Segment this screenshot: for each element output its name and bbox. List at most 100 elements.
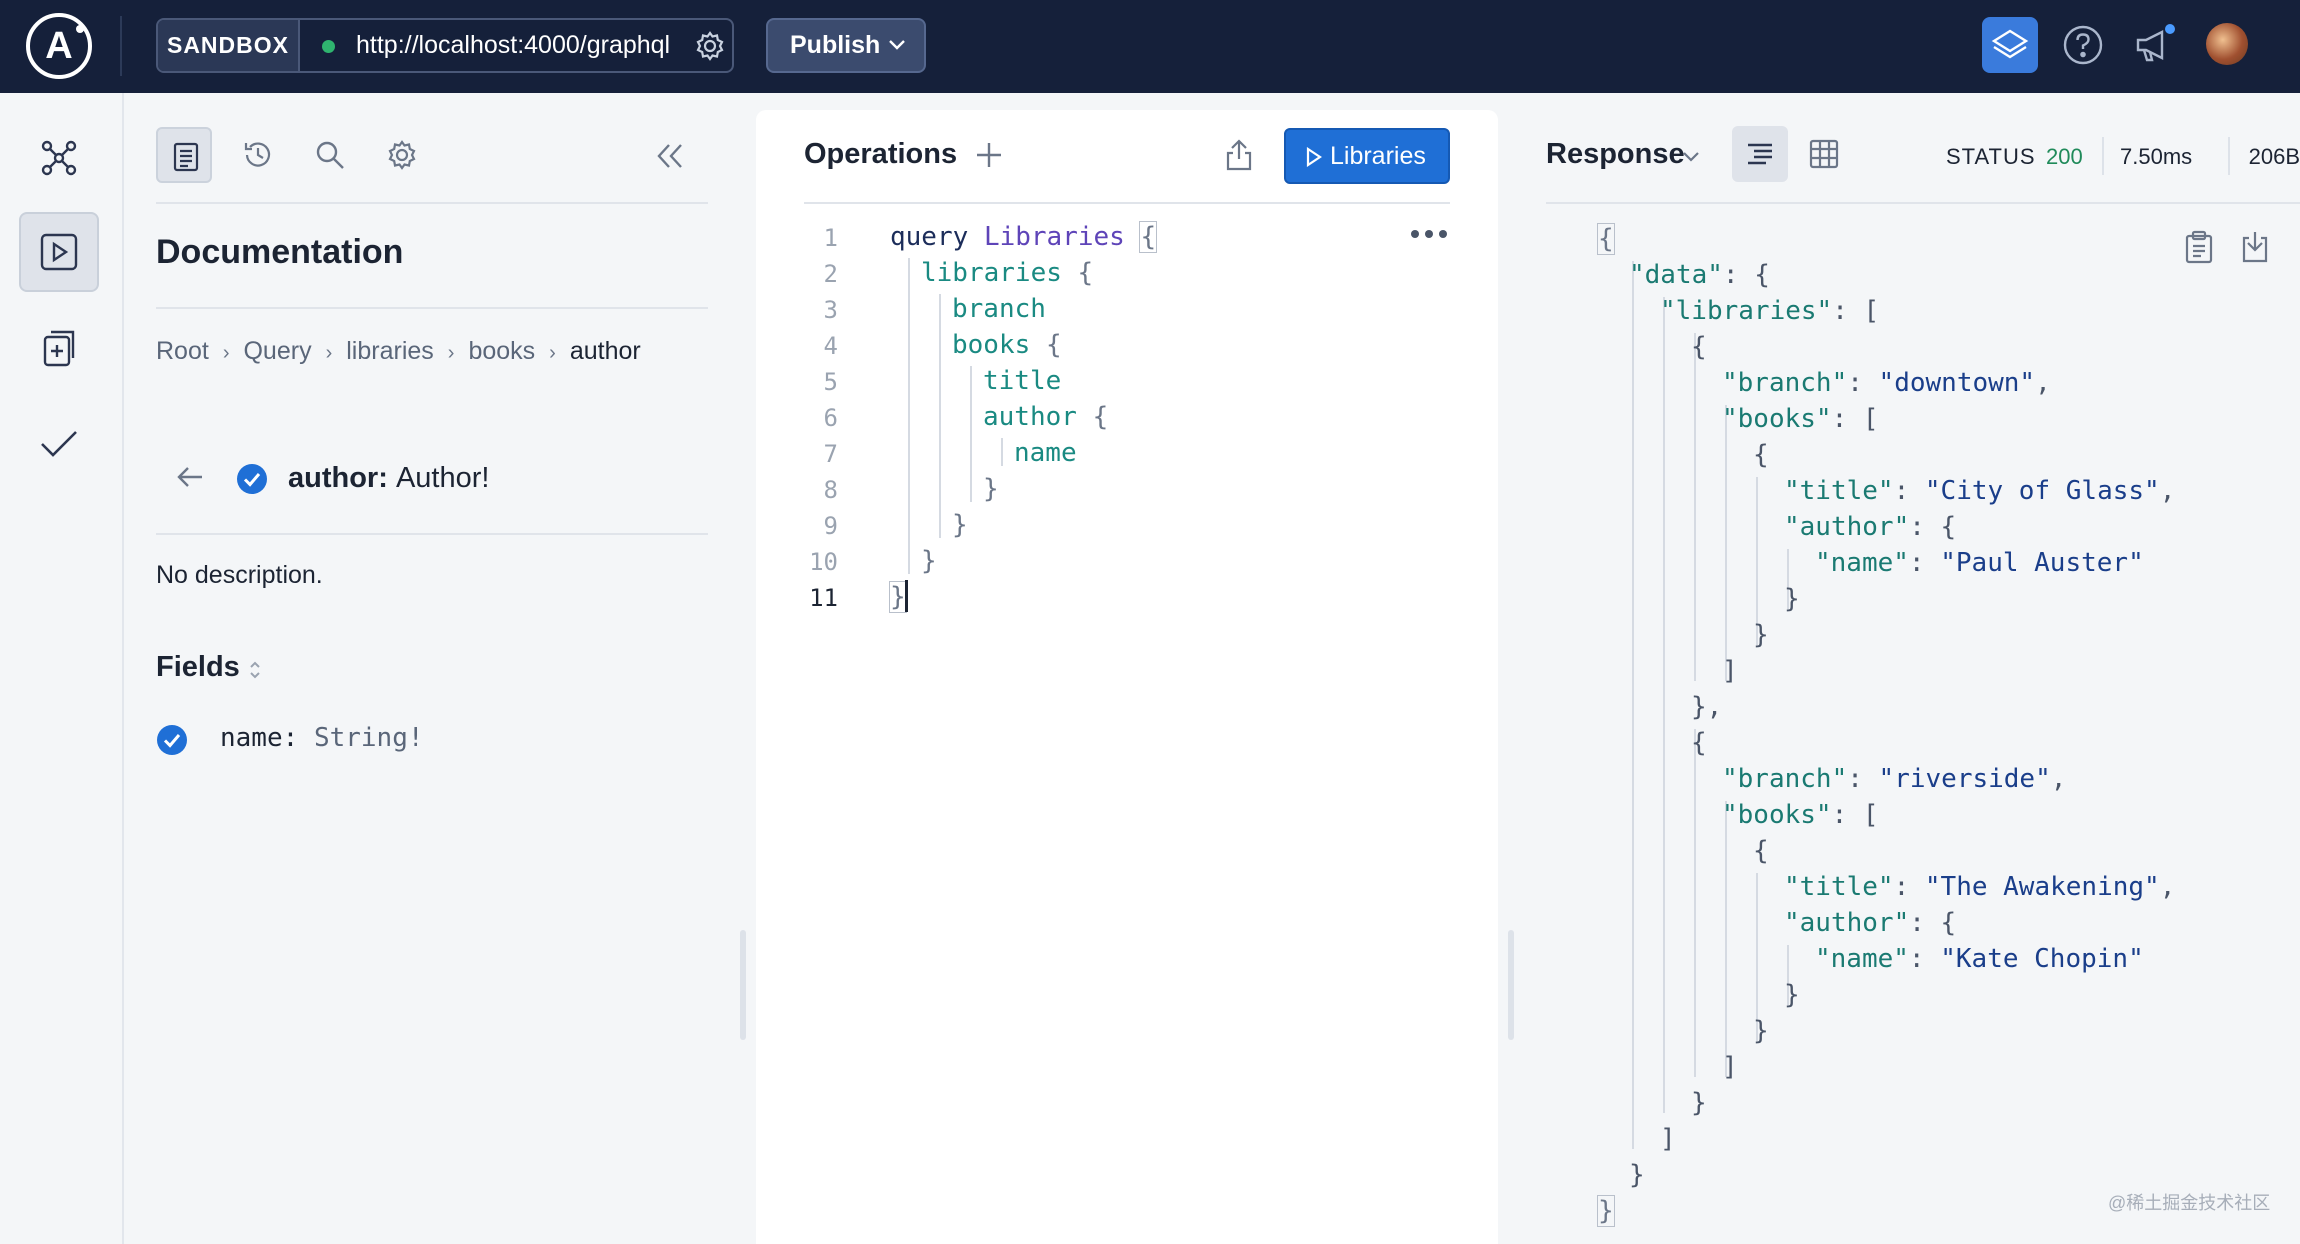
resize-handle[interactable]: [1508, 930, 1514, 1040]
divider: [2228, 137, 2230, 175]
indent-guide: [1001, 438, 1003, 466]
status-code: 200: [2046, 144, 2083, 169]
line-number: 7: [823, 440, 838, 468]
more-icon[interactable]: [1410, 228, 1448, 240]
json-value: "riverside": [1878, 764, 2051, 794]
json-line: "books": [: [1722, 404, 1879, 434]
json-line: "branch": "downtown",: [1722, 368, 2051, 398]
code-token: branch: [952, 294, 1046, 324]
tab-documentation[interactable]: [156, 127, 212, 183]
watermark: @稀土掘金技术社区: [2108, 1193, 2271, 1213]
help-icon[interactable]: [2062, 24, 2104, 66]
connection-status-dot: [322, 40, 335, 53]
code-line: title: [983, 366, 1061, 396]
breadcrumb-root[interactable]: Root: [156, 337, 209, 365]
breadcrumb-books[interactable]: books: [468, 337, 536, 365]
table-view-icon[interactable]: [1808, 138, 1840, 170]
code-token: }: [921, 546, 937, 576]
check-circle-icon[interactable]: [236, 463, 268, 495]
json-line: ]: [1722, 1052, 1738, 1082]
breadcrumb-query[interactable]: Query: [243, 337, 312, 365]
code-token: Libraries: [983, 222, 1125, 252]
json-line: }: [1784, 980, 1800, 1010]
json-key: "data": [1629, 260, 1723, 290]
endpoint-selector[interactable]: SANDBOX http://localhost:4000/graphql: [156, 18, 734, 73]
graph-icon[interactable]: [1982, 17, 2038, 73]
list-view-button[interactable]: [1732, 126, 1788, 182]
breadcrumb: Root›Query›libraries›books›author: [156, 337, 641, 366]
gear-icon[interactable]: [694, 30, 726, 62]
json-line: "title": "City of Glass",: [1784, 476, 2176, 506]
operations-title: Operations: [804, 138, 958, 170]
code-token: name: [1014, 438, 1077, 468]
arrow-left-icon[interactable]: [176, 465, 204, 489]
play-icon: [40, 233, 78, 271]
json-line: "name": "Kate Chopin": [1815, 944, 2144, 974]
rail-schema[interactable]: [19, 118, 99, 198]
indent-guide: [1632, 261, 1634, 1149]
json-line: ]: [1660, 1124, 1676, 1154]
code-token: }: [952, 510, 968, 540]
breadcrumb-separator: ›: [447, 342, 455, 364]
json-key: "books": [1722, 800, 1832, 830]
indent-guide: [1663, 297, 1665, 1113]
json-key: "author": [1784, 512, 1910, 542]
sort-icon[interactable]: [248, 660, 262, 680]
response-title[interactable]: Response: [1546, 138, 1685, 170]
apollo-logo[interactable]: A: [26, 13, 92, 79]
copy-icon[interactable]: [2184, 230, 2214, 264]
schema-icon: [41, 140, 77, 176]
line-number: 10: [809, 548, 838, 576]
avatar[interactable]: [2206, 23, 2248, 65]
json-line: }: [1597, 1195, 1615, 1227]
indent-guide: [908, 258, 910, 574]
line-number: 9: [823, 512, 838, 540]
code-token: {: [1139, 221, 1158, 253]
code-token: {: [1092, 402, 1109, 432]
documentation-panel: Documentation Root›Query›libraries›books…: [124, 93, 754, 1244]
rail-checks[interactable]: [19, 404, 99, 484]
code-line: author {: [983, 402, 1108, 432]
check-circle-icon[interactable]: [156, 724, 188, 756]
rail-explorer[interactable]: [19, 212, 99, 292]
code-line: }: [921, 546, 937, 576]
json-line: }: [1753, 620, 1769, 650]
field-row[interactable]: name: String!: [220, 723, 424, 753]
indent-guide: [1694, 729, 1696, 1077]
chevron-down-icon[interactable]: [1682, 151, 1700, 163]
tab-settings[interactable]: [374, 127, 430, 183]
line-number: 4: [823, 332, 838, 360]
code-line: }: [952, 510, 968, 540]
tab-search[interactable]: [302, 127, 358, 183]
publish-button[interactable]: Publish: [766, 18, 926, 73]
code-line: }: [983, 474, 999, 504]
download-icon[interactable]: [2240, 230, 2270, 264]
indent-guide: [1756, 477, 1758, 645]
code-token: }: [889, 581, 907, 613]
run-label: Libraries: [1330, 142, 1426, 170]
json-line: "libraries": [: [1660, 296, 1880, 326]
breadcrumb-libraries[interactable]: libraries: [346, 337, 434, 365]
tab-history[interactable]: [230, 127, 286, 183]
endpoint-url[interactable]: http://localhost:4000/graphql: [356, 31, 671, 59]
indent-guide: [1787, 549, 1789, 609]
json-value: "Kate Chopin": [1940, 944, 2144, 974]
fields-heading: Fields: [156, 651, 240, 683]
rail-collections[interactable]: [19, 308, 99, 388]
plus-icon[interactable]: [976, 142, 1002, 168]
field-type[interactable]: Author!: [395, 462, 490, 494]
json-key: "branch": [1722, 368, 1848, 398]
json-line: }: [1753, 1016, 1769, 1046]
chevron-down-icon: [889, 40, 905, 50]
indent-guide: [1694, 333, 1696, 681]
field-row-type[interactable]: String!: [313, 723, 424, 753]
megaphone-icon[interactable]: [2132, 22, 2178, 68]
double-chevron-left-icon[interactable]: [656, 143, 684, 169]
field-name: author:: [288, 462, 388, 494]
json-line: },: [1691, 692, 1723, 722]
line-number: 1: [823, 224, 838, 252]
run-operation-button[interactable]: Libraries: [1284, 128, 1450, 184]
resize-handle[interactable]: [740, 930, 746, 1040]
share-icon[interactable]: [1224, 138, 1254, 172]
list-view-icon: [1748, 143, 1772, 165]
